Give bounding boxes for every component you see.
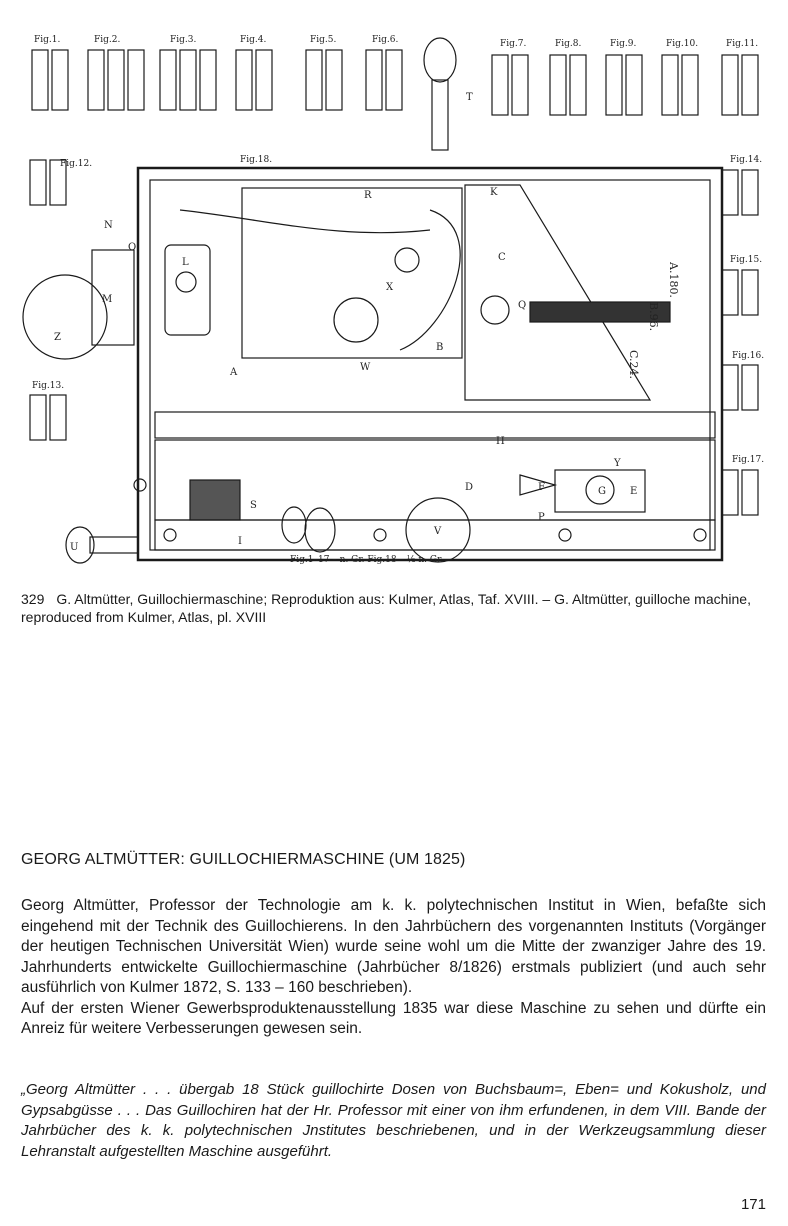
fig-label-9: Fig.9. (610, 39, 636, 49)
letter-i: I (238, 536, 242, 547)
letter-p: P (538, 512, 545, 523)
letter-k: K (490, 187, 498, 198)
fig-label-12: Fig.12. (60, 159, 92, 169)
body-text: Georg Altmütter, Professor der Technolog… (21, 896, 766, 1040)
letter-y: Y (613, 458, 621, 469)
fig-label-14: Fig.14. (730, 155, 762, 165)
fig-label-6: Fig.6. (372, 35, 398, 45)
caption-text: G. Altmütter, Guillochiermaschine; Repro… (21, 591, 751, 625)
letter-o: O (128, 242, 136, 253)
section-heading: GEORG ALTMÜTTER: GUILLOCHIERMASCHINE (UM… (21, 851, 466, 868)
letter-m: M (102, 294, 112, 305)
fig-label-2: Fig.2. (94, 35, 120, 45)
letter-z: Z (54, 332, 61, 343)
paragraph-1: Georg Altmütter, Professor der Technolog… (21, 897, 766, 996)
letter-n: N (104, 220, 113, 231)
table-header-b: B.96. (647, 302, 660, 331)
page-number: 171 (740, 1196, 766, 1213)
tool-figures-left (31, 49, 403, 111)
table-header-c: C.24. (627, 350, 640, 379)
letter-h: H (496, 436, 505, 447)
fig-label-10: Fig.10. (666, 39, 698, 49)
letter-u: U (70, 542, 78, 553)
table-header-a: A.180. (667, 261, 680, 298)
engraving-svg: Fig.1. Fig.2. Fig.3. Fig.4. Fig.5. Fig.6… (22, 35, 764, 565)
fig-label-13: Fig.13. (32, 381, 64, 391)
fig-label-17: Fig.17. (732, 455, 764, 465)
letter-b: B (436, 342, 443, 353)
letter-f: F (538, 482, 545, 493)
tool-figures-right (491, 54, 759, 116)
letter-l: L (182, 257, 189, 268)
letter-e: E (630, 486, 637, 497)
fig-label-4: Fig.4. (240, 35, 266, 45)
letter-x: X (386, 282, 394, 293)
letter-v: V (433, 526, 442, 537)
caption-number: 329 (21, 591, 45, 607)
letter-c: C (498, 252, 506, 263)
fig-label-11: Fig.11. (726, 39, 758, 49)
letter-a: A (229, 367, 238, 378)
letter-w: W (360, 362, 371, 373)
letter-t: T (466, 92, 473, 103)
fig-label-5: Fig.5. (310, 35, 336, 45)
letter-q: Q (518, 300, 526, 311)
letter-d: D (465, 482, 473, 493)
letter-s: S (250, 500, 257, 511)
fig-label-18: Fig.18. (240, 155, 272, 165)
letter-g: G (598, 486, 606, 497)
letter-r: R (364, 190, 372, 201)
fig-label-16: Fig.16. (732, 351, 764, 361)
fig-label-3: Fig.3. (170, 35, 196, 45)
scale-note: Fig.1–17 – n. Gr. Fig.18 – ½ n. Gr. (290, 554, 443, 565)
fig-label-8: Fig.8. (555, 39, 581, 49)
paragraph-2: Auf der ersten Wiener Gewerbsproduktenau… (21, 999, 766, 1038)
fig-label-1: Fig.1. (34, 35, 60, 45)
guilloche-machine-engraving: Fig.1. Fig.2. Fig.3. Fig.4. Fig.5. Fig.6… (10, 20, 782, 565)
fig-label-15: Fig.15. (730, 255, 762, 265)
historical-quote: „Georg Altmütter . . . übergab 18 Stück … (21, 1081, 766, 1160)
fig-label-7: Fig.7. (500, 39, 526, 49)
